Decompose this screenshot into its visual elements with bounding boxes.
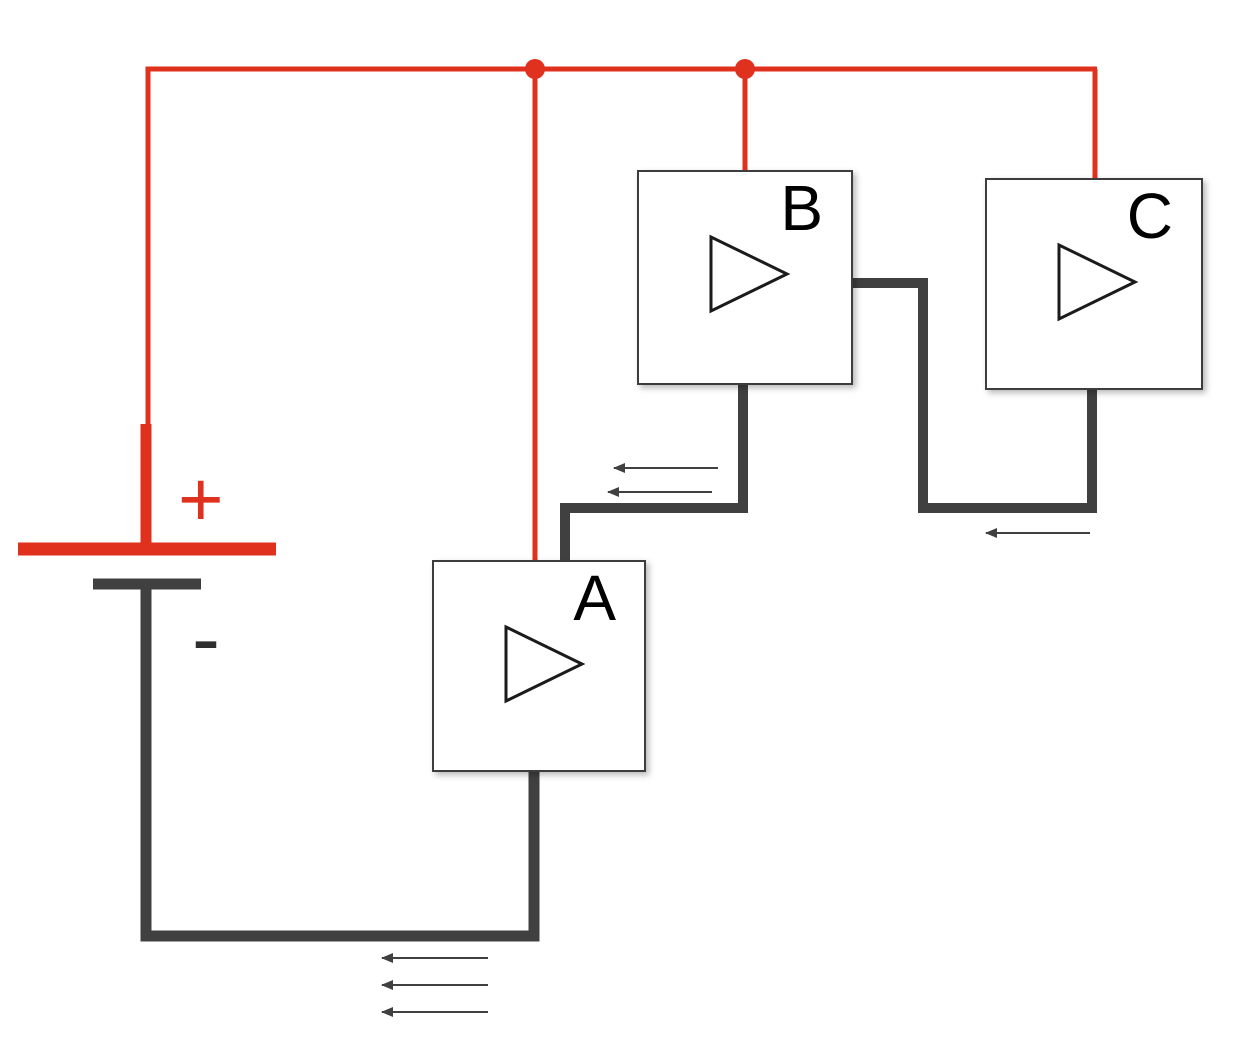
component-box-c: C (985, 178, 1203, 390)
ground-return-wire (140, 589, 540, 942)
component-label-a: A (573, 562, 616, 634)
battery-negative-label: - (192, 591, 220, 685)
b-output-to-a-wire (560, 383, 748, 562)
component-label-b: B (780, 172, 823, 244)
amplifier-triangle-icon (504, 624, 586, 704)
positive-rail-wire (145, 66, 1097, 432)
amplifier-triangle-icon (1057, 242, 1139, 322)
component-box-b: B (637, 170, 853, 385)
b-to-c-wire (851, 278, 1097, 513)
junction-dot (735, 59, 755, 79)
component-label-c: C (1126, 180, 1173, 252)
junction-dot (525, 59, 545, 79)
component-box-a: A (432, 560, 646, 772)
battery-positive-label: + (178, 455, 224, 543)
amplifier-triangle-icon (709, 234, 791, 314)
